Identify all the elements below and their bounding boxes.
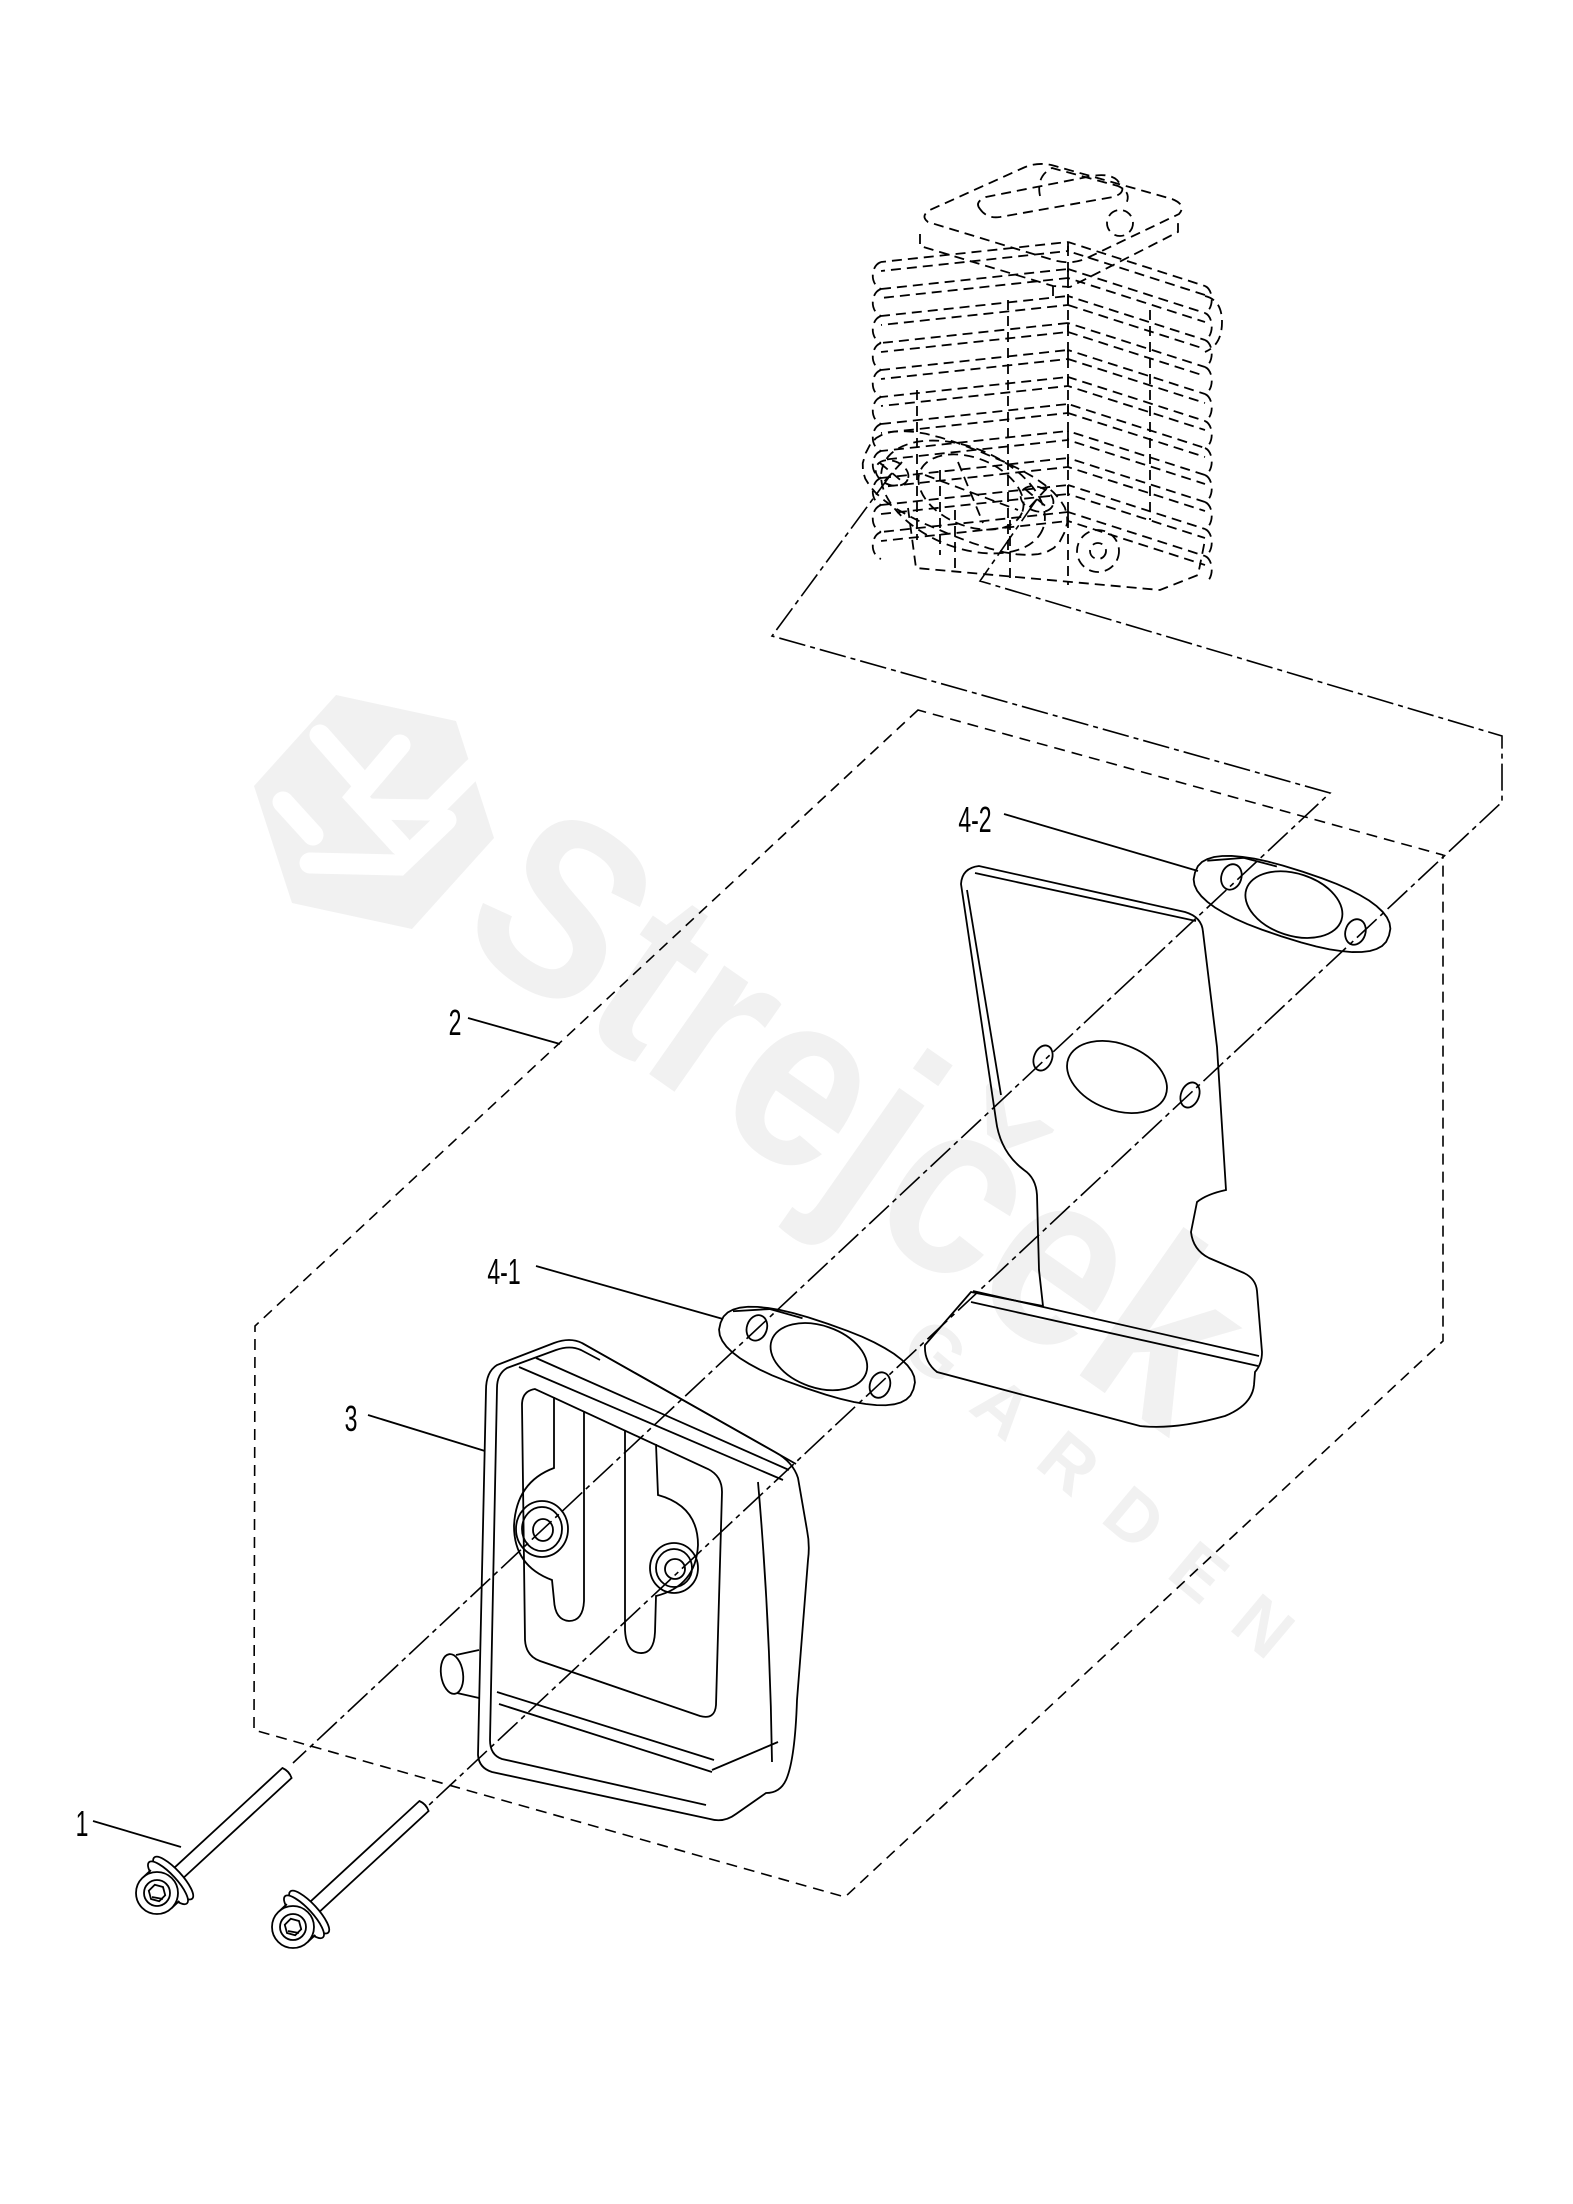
svg-text:4-2: 4-2 <box>958 801 991 840</box>
svg-text:3: 3 <box>345 1400 358 1439</box>
svg-text:1: 1 <box>76 1805 89 1844</box>
svg-text:4-1: 4-1 <box>487 1253 520 1292</box>
svg-text:2: 2 <box>449 1004 462 1043</box>
